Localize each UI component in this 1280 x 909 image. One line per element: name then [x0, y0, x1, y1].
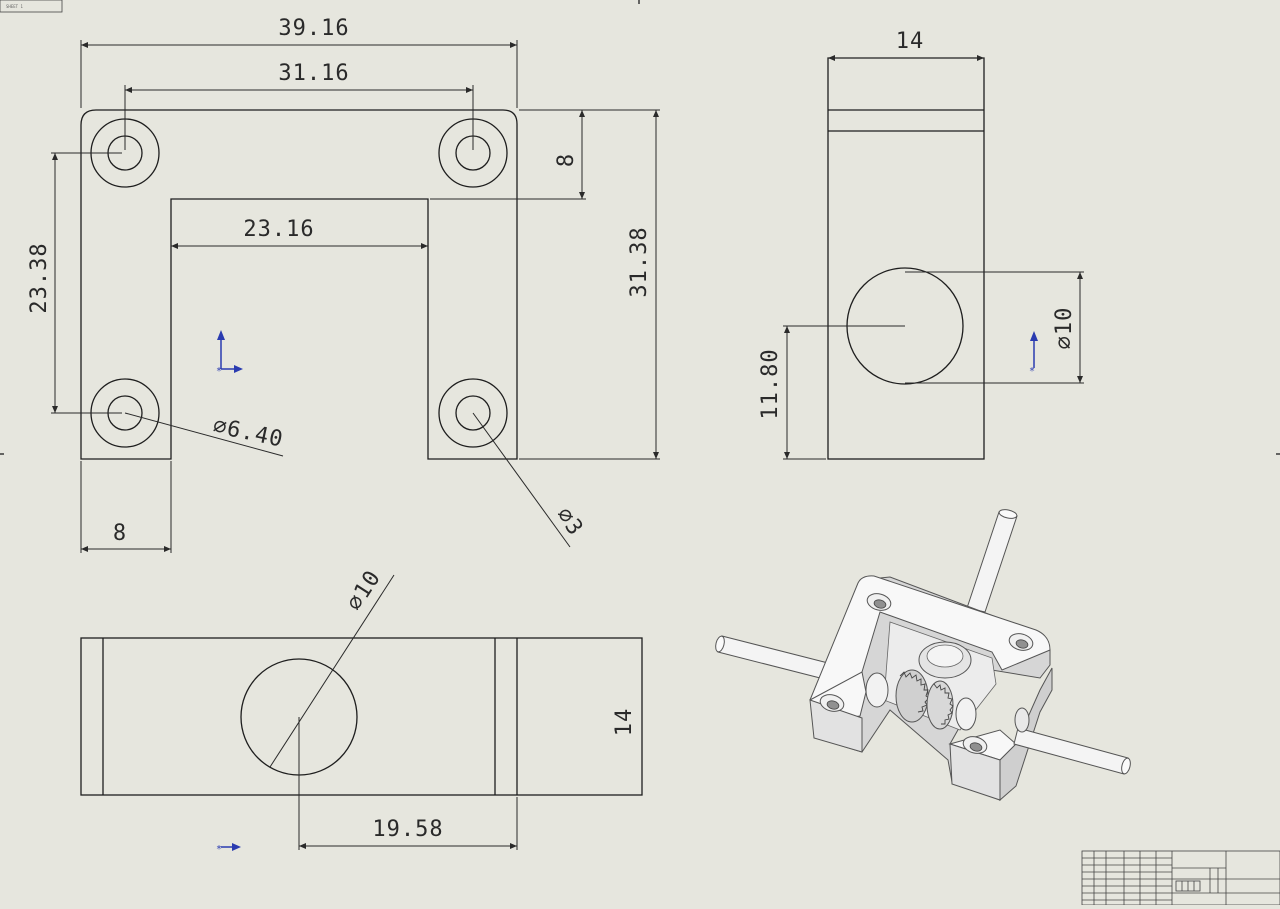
dim-side-bore-dia: ⌀10	[905, 271, 1084, 384]
dim-overall-height: 31.38	[519, 109, 660, 460]
dim-inner-width: 23.16	[171, 217, 428, 249]
svg-text:*: *	[216, 366, 222, 377]
dim-overall-width-label: 39.16	[278, 16, 349, 41]
dim-hole-vertical-spacing: 23.38	[27, 152, 122, 414]
iso-bevel-gears	[865, 641, 977, 731]
origin-triad-top-view: *	[216, 330, 243, 377]
top-view: 39.16 31.16 23.16 23.38 8	[27, 16, 660, 553]
dim-hole-spacing-label: 31.16	[278, 61, 349, 86]
dim-top-band-height: 8	[430, 109, 586, 200]
top-view-outline	[80, 109, 518, 460]
dim-bore-height: 11.80	[758, 325, 905, 460]
corner-tag-text: SHEET 1	[6, 4, 23, 9]
dim-top-band-height-label: 8	[554, 153, 579, 167]
sheet-corner-tag: SHEET 1	[0, 0, 63, 13]
dim-side-bore-dia-label: ⌀10	[1052, 307, 1077, 350]
isometric-view	[715, 509, 1131, 802]
iso-left-shaft	[715, 635, 833, 681]
dim-bore-height-label: 11.80	[758, 348, 783, 419]
iso-left-leg	[809, 699, 863, 753]
dim-front-height: 14	[612, 708, 637, 737]
dim-bore-offset: 19.58	[298, 717, 518, 850]
dim-leg-width-label: 8	[113, 521, 127, 546]
dim-front-height-label: 14	[612, 708, 637, 737]
dim-overall-width: 39.16	[80, 16, 518, 108]
dim-hole-spacing: 31.16	[124, 61, 474, 150]
dim-leg-width: 8	[80, 461, 172, 553]
iso-mounting-holes	[819, 593, 1034, 754]
leader-front-bore-dia: ⌀10	[269, 566, 395, 768]
front-view: ⌀10 14 19.58 *	[80, 566, 643, 855]
iso-top-face	[809, 575, 1051, 713]
leader-hole-dia: ⌀3	[472, 412, 588, 548]
origin-triad-side-view: *	[1029, 331, 1038, 377]
dim-side-width: 14	[828, 29, 984, 61]
front-view-outline	[80, 637, 643, 796]
svg-text:*: *	[216, 844, 222, 855]
side-view-outline	[827, 57, 985, 460]
dim-inner-width-label: 23.16	[243, 217, 314, 242]
side-view: 14 11.80 ⌀10 *	[758, 29, 1084, 460]
title-block	[1081, 850, 1280, 906]
leader-hole-dia-label: ⌀3	[551, 503, 588, 541]
iso-vertical-shaft	[966, 509, 1018, 613]
iso-right-shaft	[1013, 727, 1131, 775]
counterbore-hole-br	[438, 378, 508, 448]
leader-counterbore-dia: ⌀6.40	[124, 412, 286, 457]
svg-text:*: *	[1029, 366, 1035, 377]
origin-triad-front-view: *	[216, 843, 241, 855]
leader-front-bore-dia-label: ⌀10	[342, 566, 386, 615]
dim-hole-vertical-spacing-label: 23.38	[27, 242, 52, 313]
dim-bore-offset-label: 19.58	[372, 817, 443, 842]
thru-hole-br	[455, 395, 491, 431]
dim-overall-height-label: 31.38	[627, 226, 652, 297]
dim-side-width-label: 14	[896, 29, 925, 54]
